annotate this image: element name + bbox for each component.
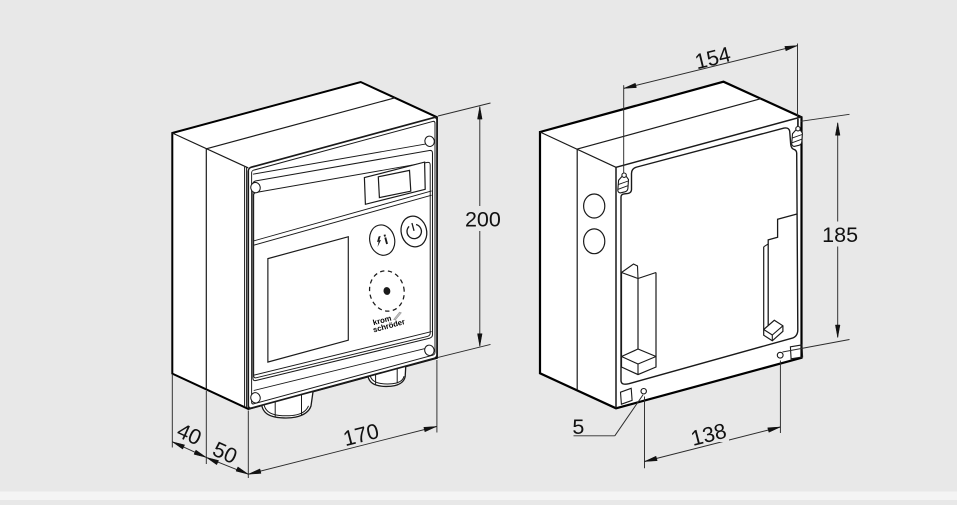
svg-text:200: 200 xyxy=(465,207,501,231)
svg-text:5: 5 xyxy=(572,415,584,439)
svg-text:185: 185 xyxy=(822,223,858,247)
